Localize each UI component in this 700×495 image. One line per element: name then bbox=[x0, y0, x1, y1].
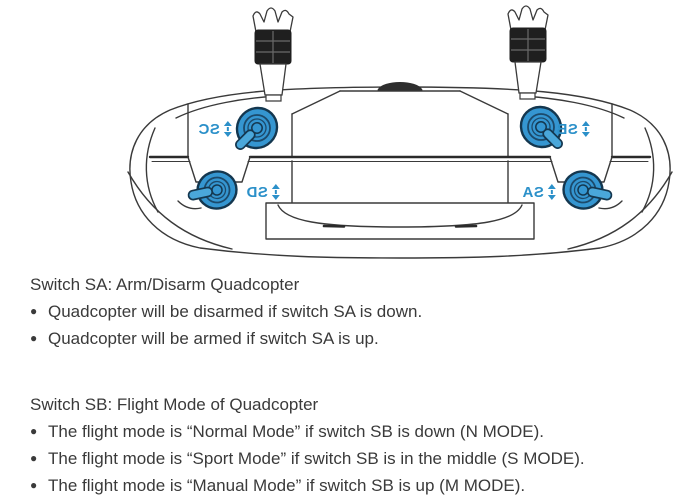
antenna-left bbox=[252, 7, 294, 102]
list-item: ● The flight mode is “Normal Mode” if sw… bbox=[30, 418, 680, 445]
switch-label-text: SA bbox=[522, 183, 544, 201]
up-down-arrow-icon bbox=[271, 184, 280, 200]
switch-sb-block: Switch SB: Flight Mode of Quadcopter ● T… bbox=[30, 392, 680, 495]
up-down-arrow-icon bbox=[547, 184, 556, 200]
switch-label-sd: SD bbox=[246, 180, 280, 204]
list-item: ● Quadcopter will be armed if switch SA … bbox=[30, 325, 680, 352]
switch-sd-toggle bbox=[187, 170, 238, 210]
bullet-icon: ● bbox=[30, 478, 38, 492]
transmitter-diagram: SC SB SD SA bbox=[127, 5, 673, 259]
list-item-text: Quadcopter will be armed if switch SA is… bbox=[48, 329, 379, 348]
switch-sc-toggle bbox=[235, 106, 279, 150]
switch-label-sc: SC bbox=[198, 117, 232, 141]
switch-sb-toggle bbox=[519, 105, 563, 149]
switch-label-sb: SB bbox=[556, 117, 590, 141]
list-item-text: The flight mode is “Manual Mode” if swit… bbox=[48, 476, 526, 495]
bullet-icon: ● bbox=[30, 424, 38, 438]
switch-sb-heading: Switch SB: Flight Mode of Quadcopter bbox=[30, 395, 319, 414]
up-down-arrow-icon bbox=[581, 121, 590, 137]
list-item: ● The flight mode is “Sport Mode” if swi… bbox=[30, 445, 680, 472]
battery-door bbox=[265, 202, 535, 240]
antenna-right bbox=[507, 5, 549, 100]
bullet-icon: ● bbox=[30, 304, 38, 318]
switch-sa-block: Switch SA: Arm/Disarm Quadcopter ● Quadc… bbox=[30, 272, 680, 352]
switch-sa-heading: Switch SA: Arm/Disarm Quadcopter bbox=[30, 275, 300, 294]
switch-label-text: SD bbox=[246, 183, 268, 201]
instructions-section: Switch SA: Arm/Disarm Quadcopter ● Quadc… bbox=[0, 262, 700, 495]
handle-mount bbox=[377, 82, 423, 91]
list-item-text: The flight mode is “Sport Mode” if switc… bbox=[48, 449, 585, 468]
bullet-icon: ● bbox=[30, 331, 38, 345]
list-item: ● Quadcopter will be disarmed if switch … bbox=[30, 298, 680, 325]
switch-sa-toggle bbox=[562, 170, 613, 210]
up-down-arrow-icon bbox=[223, 121, 232, 137]
switch-label-text: SC bbox=[198, 120, 220, 138]
list-item: ● The flight mode is “Manual Mode” if sw… bbox=[30, 472, 680, 495]
bullet-icon: ● bbox=[30, 451, 38, 465]
list-item-text: Quadcopter will be disarmed if switch SA… bbox=[48, 302, 423, 321]
list-item-text: The flight mode is “Normal Mode” if swit… bbox=[48, 422, 544, 441]
switch-label-sa: SA bbox=[522, 180, 556, 204]
transmitter-illustration bbox=[127, 5, 673, 259]
switch-label-text: SB bbox=[556, 120, 578, 138]
